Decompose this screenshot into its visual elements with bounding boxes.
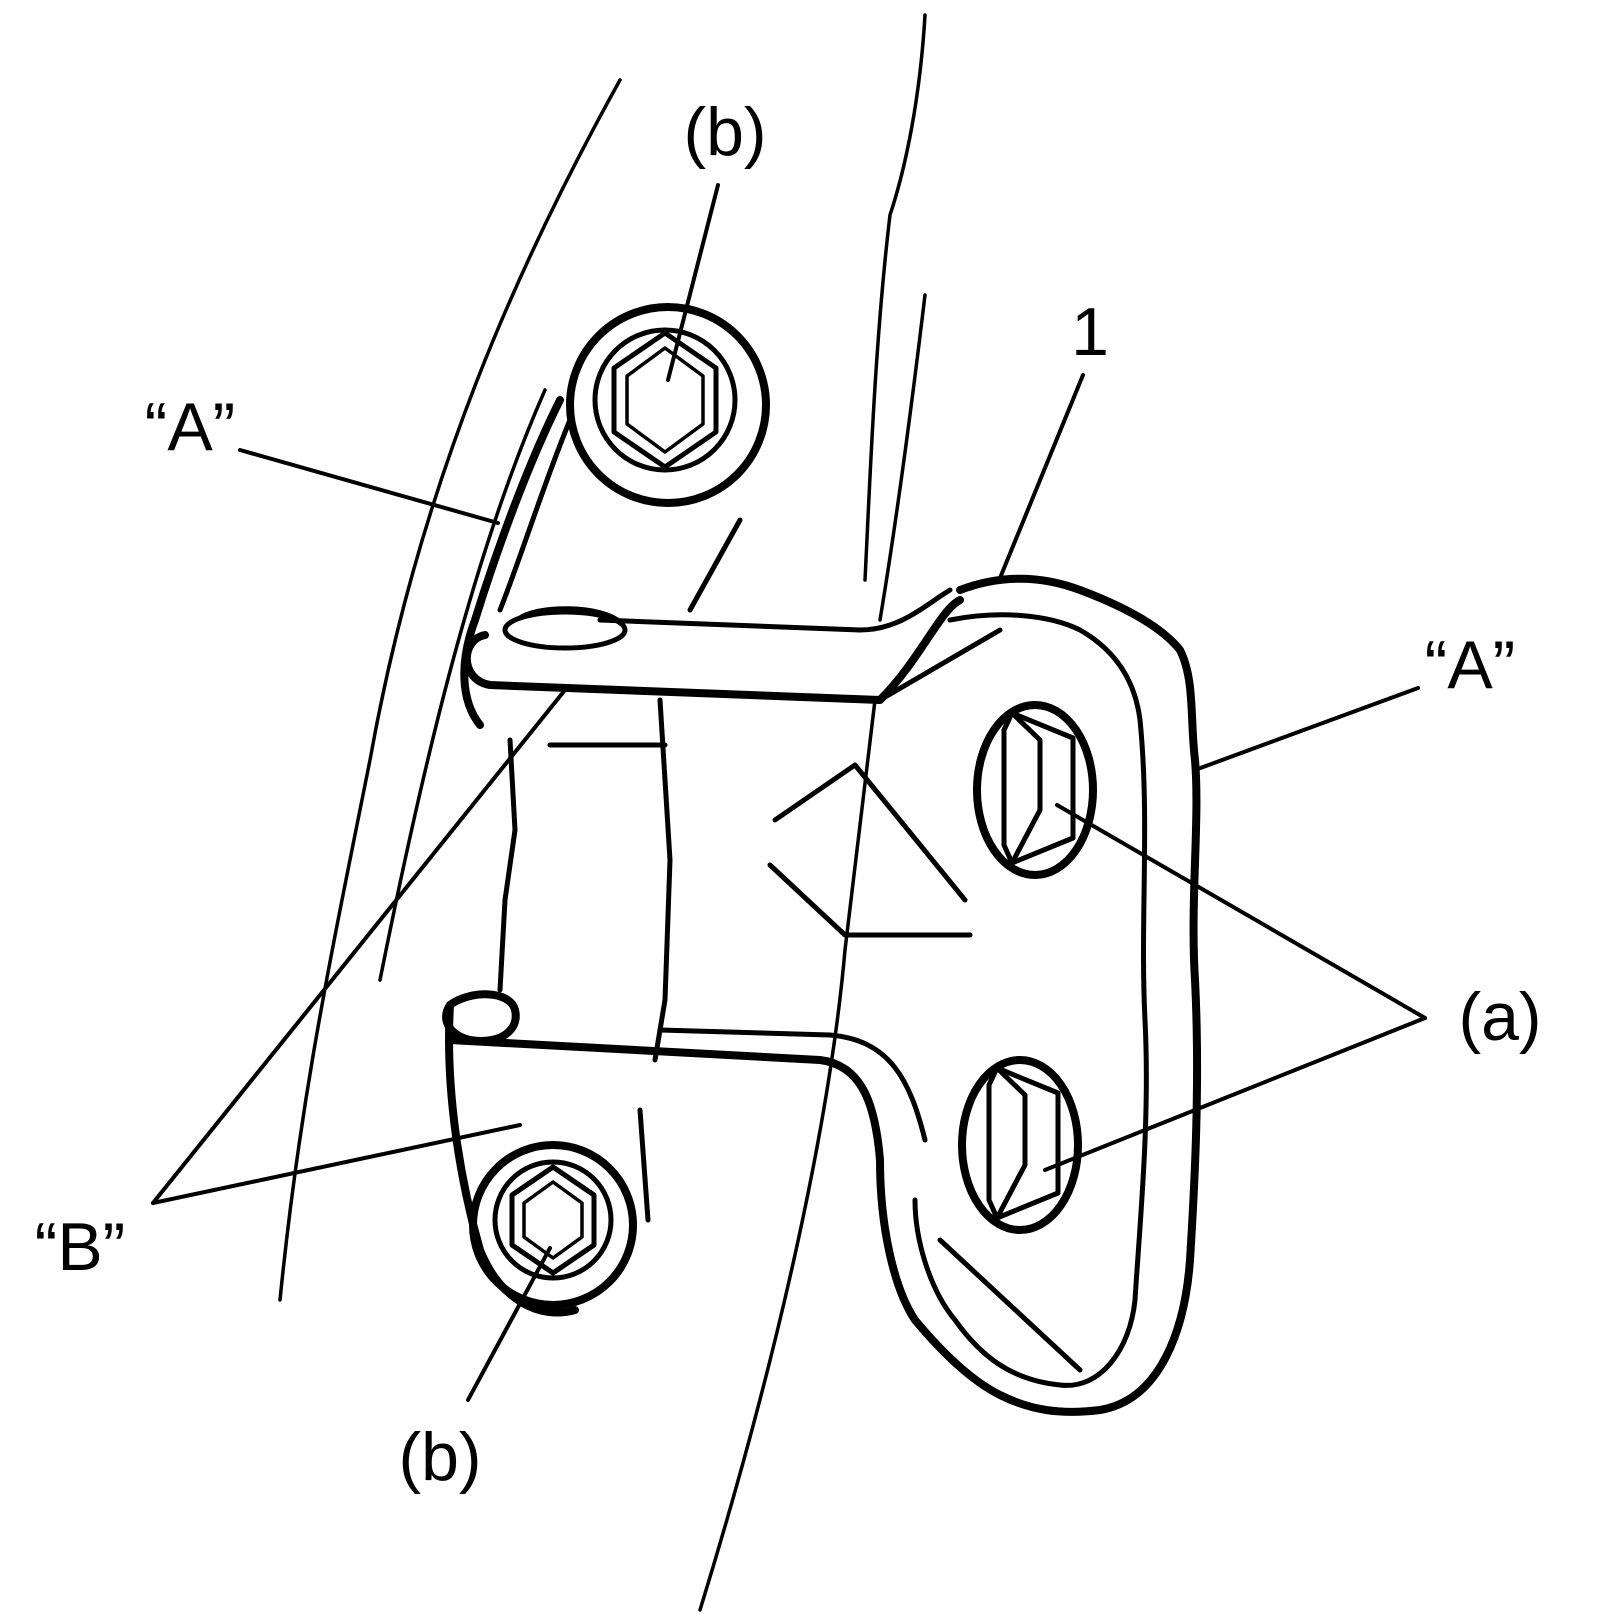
lower-hinge-arm	[442, 990, 928, 1164]
pillar-lower-line	[843, 698, 877, 952]
leader-part-1	[998, 373, 1085, 580]
callout-part-number: 1	[1071, 294, 1109, 370]
lower-bolt-hex-inner	[522, 1180, 584, 1260]
callout-bolt-a-right: (a)	[1458, 979, 1541, 1055]
callout-b-lower-left: “B”	[35, 1209, 126, 1285]
upper-bolt-hex-head	[611, 330, 719, 470]
upper-hinge-arm	[462, 587, 964, 704]
upper-arm-pin-eye-lip	[517, 606, 623, 625]
panel-edge-lines	[278, 13, 927, 1612]
upper-strap-inner-line	[497, 417, 573, 613]
hinge-pin-left-line	[497, 737, 518, 993]
upper-bolt-hex-inner	[625, 346, 705, 454]
leader-b-to-lower-arm	[151, 1123, 522, 1205]
leader-a-right	[1193, 686, 1420, 772]
body-curve-line	[698, 948, 847, 1612]
upper-strap-outline	[460, 396, 564, 729]
lower-bolt-hex-head	[509, 1164, 597, 1276]
leader-bolt-b-top	[666, 183, 720, 382]
callout-bolt-b-bottom: (b)	[398, 1419, 481, 1495]
lower-body-bolt	[958, 1056, 1082, 1234]
plate-lower-slope-line	[937, 1237, 1083, 1373]
lower-body-bolt-washer	[958, 1056, 1082, 1234]
plate-upper-slope-line	[877, 627, 1003, 703]
hinge-plate-outer-outline	[876, 574, 1202, 1416]
lower-arm-top-line	[657, 1027, 928, 1143]
plate-bend-line-lower	[767, 862, 973, 938]
upper-strap-right-line	[687, 517, 743, 613]
upper-body-bolt-hex-face	[1009, 710, 1043, 866]
lower-strap-right-line	[637, 1107, 651, 1223]
door-inner-edge-line	[378, 388, 547, 982]
callout-bolt-b-top: (b)	[683, 94, 766, 170]
callout-a-right: “A”	[1425, 627, 1516, 703]
lower-body-bolt-hex-face	[994, 1065, 1028, 1221]
upper-body-bolt	[973, 701, 1097, 879]
lower-bolt-washer-outer	[469, 1141, 637, 1309]
pillar-inner-line	[878, 293, 927, 622]
lower-bolt-washer-inner	[492, 1159, 614, 1281]
upper-bolt-washer-inner	[592, 327, 738, 473]
upper-arm-pin-eye	[502, 609, 628, 651]
leader-lines	[151, 183, 1427, 1402]
lower-door-bolt	[469, 1141, 637, 1309]
hinge-plate-inner-outline	[912, 612, 1149, 1388]
upper-bolt-washer-outer	[566, 303, 770, 507]
door-outer-edge-line	[278, 78, 622, 1302]
lower-arm-outline	[446, 1036, 884, 1164]
callout-labels: (b) “A” 1 “A” (a) “B” (b)	[35, 94, 1542, 1495]
lower-arm-pin-eye	[442, 990, 520, 1045]
pillar-edge-line	[863, 13, 927, 582]
upper-arm-top-line	[597, 587, 953, 633]
leader-a-to-lower-bolt	[1043, 1016, 1427, 1172]
hinge-pin-right-line	[652, 697, 673, 1063]
plate-bend-line-upper	[772, 762, 968, 903]
leader-bolt-b-bottom	[466, 1246, 552, 1402]
leader-a-to-upper-bolt	[1055, 803, 1427, 1020]
upper-body-bolt-washer	[973, 701, 1097, 879]
body-side-hinge-plate	[767, 574, 1202, 1416]
leader-b-to-upper-arm	[151, 688, 567, 1205]
leader-a-upper-left	[238, 448, 500, 525]
upper-door-bolt	[566, 303, 770, 507]
callout-a-upper-left: “A”	[145, 389, 236, 465]
